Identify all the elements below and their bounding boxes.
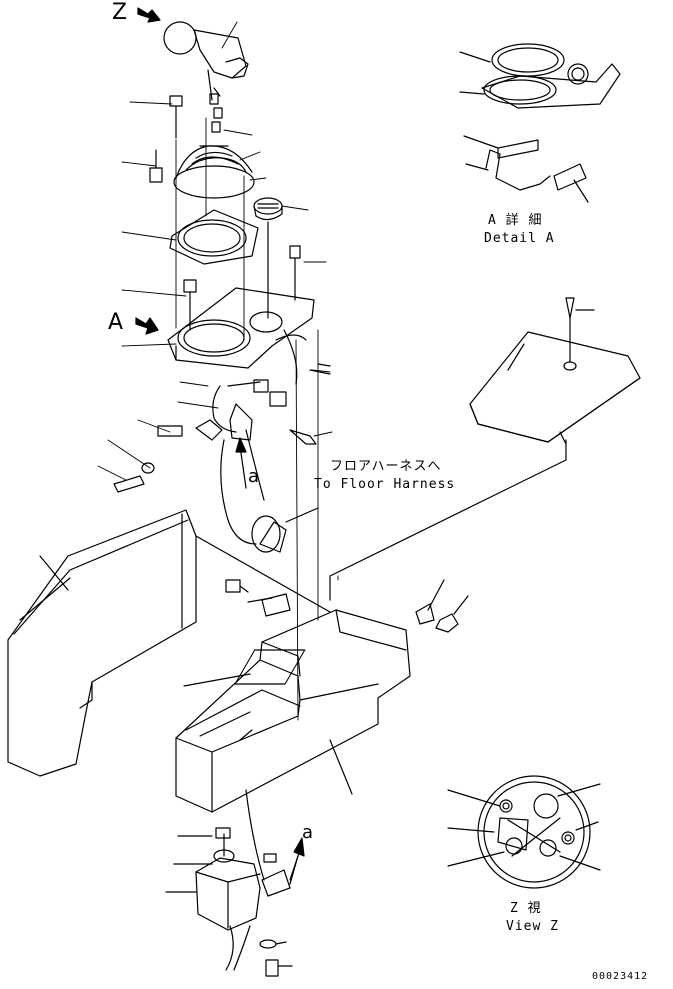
- arrow-a-upper: [235, 437, 247, 489]
- console-fasteners: [225, 579, 469, 633]
- side-cover: [7, 509, 331, 777]
- view-z-drawing: [447, 775, 601, 889]
- harness-note-jp: フロアハーネスへ: [330, 459, 442, 474]
- view-z-title-en: View Z: [506, 919, 559, 934]
- assembly-lines: [175, 117, 339, 721]
- control-lever: [163, 21, 249, 133]
- rubber-cap: [253, 197, 283, 319]
- armrest: [329, 297, 641, 601]
- detail-a-title-jp: A 詳 細: [488, 213, 543, 228]
- arrow-a-lower: [289, 837, 305, 881]
- console-box: [175, 597, 411, 813]
- a-view-arrow: [135, 317, 159, 335]
- harness-note-en: To Floor Harness: [314, 477, 456, 492]
- detail-a-drawing: [459, 43, 621, 203]
- z-arrow-label: Z: [112, 0, 129, 25]
- pilot-valve: [165, 789, 299, 977]
- wiring-harness: [113, 329, 331, 553]
- gasket-plate: [169, 209, 259, 265]
- a-arrow-label: A: [108, 310, 125, 335]
- drawing-number: 00023412: [592, 971, 649, 982]
- a-pointer-upper-label: a: [248, 466, 261, 487]
- bolt-3: [289, 245, 301, 301]
- leader-lines: [97, 21, 333, 481]
- a-pointer-lower-label: a: [302, 822, 315, 843]
- lever-boot: [173, 145, 255, 199]
- console-top-plate: [167, 287, 315, 369]
- bolt-2: [149, 149, 163, 183]
- bolt-1: [169, 95, 183, 139]
- detail-a-title-en: Detail A: [484, 231, 555, 246]
- z-view-arrow: [137, 7, 161, 23]
- view-z-title-jp: Z 視: [510, 901, 542, 916]
